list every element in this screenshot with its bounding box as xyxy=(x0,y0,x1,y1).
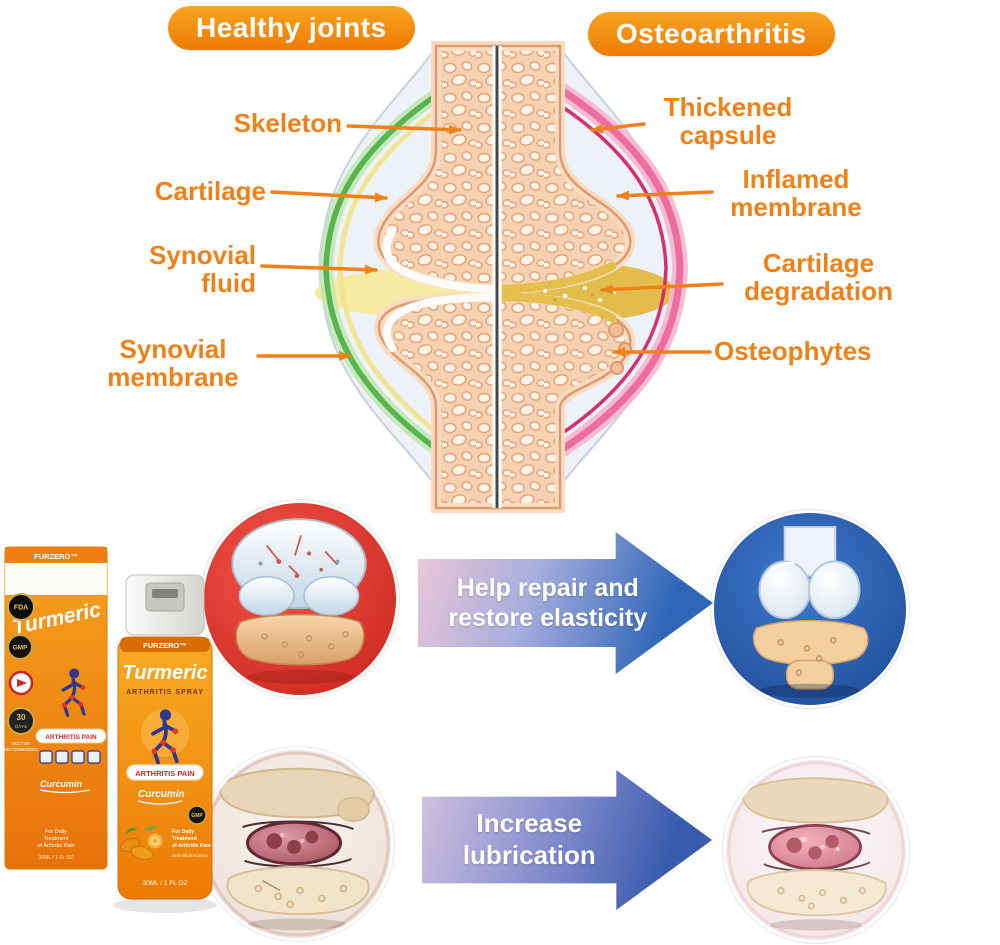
arrow-badge xyxy=(8,670,34,696)
circle-ring xyxy=(727,761,905,939)
benefit-banner-lubrication: Increase lubrication xyxy=(422,770,712,910)
knee-shadow xyxy=(247,918,347,931)
bottle-usage-3: of Arthritis Pain xyxy=(172,843,211,849)
box-usage-2: Treatment xyxy=(44,836,69,842)
knee-shadow xyxy=(247,669,353,684)
lower-bone xyxy=(746,869,887,917)
label-arrows xyxy=(256,122,724,361)
upper-bone xyxy=(742,777,889,824)
svg-text:30: 30 xyxy=(17,713,26,722)
box-ribbon-text: ARTHRITIS PAIN xyxy=(45,734,97,741)
bottle-variant: ARTHRITIS SPRAY xyxy=(126,689,204,696)
label-inflamed-membrane: Inflamed membrane xyxy=(730,164,862,222)
bottle-usage-2: Treatment xyxy=(172,836,197,842)
tibia-bone xyxy=(753,619,869,690)
banner-text: Increase lubrication xyxy=(462,808,596,870)
arrow-cartilage-degradation xyxy=(600,282,724,295)
knee-illustration-damaged xyxy=(204,503,396,695)
label-skeleton: Skeleton xyxy=(233,108,342,138)
knee-illustration-lubricated xyxy=(726,760,906,940)
bottle-anti-inflammatory: Anti-inflammatory xyxy=(172,853,208,858)
knee-illustration-dry xyxy=(203,750,391,938)
knee-shadow xyxy=(759,683,861,698)
spray-cap xyxy=(125,574,205,636)
gmp-badge-small: GMP xyxy=(187,805,207,825)
arrow-cartilage xyxy=(270,190,388,203)
svg-text:DAYS: DAYS xyxy=(15,724,27,729)
bottle-ingredient: Curcumin xyxy=(138,789,185,800)
product-box: FURZERO™ Turmeric FDA GMP 30 DAYS DOCTOR… xyxy=(4,546,108,870)
ingredient-underline xyxy=(137,800,183,805)
product-packshot: FURZERO™ Turmeric FDA GMP 30 DAYS DOCTOR… xyxy=(4,546,217,913)
bottle-ribbon-text: ARTHRITIS PAIN xyxy=(135,769,194,778)
arrow-inflamed-membrane xyxy=(616,190,714,201)
ingredient-underline xyxy=(39,789,91,794)
turmeric-roots-art xyxy=(119,825,164,860)
divider-line xyxy=(492,46,502,508)
box-usage-1: For Daily xyxy=(45,829,67,835)
thirty-days-badge: 30 DAYS xyxy=(7,707,35,735)
osteoarthritis-badge: Osteoarthritis xyxy=(588,12,835,56)
arrow-thickened-capsule xyxy=(590,122,646,134)
box-brand: FURZERO™ xyxy=(34,552,78,561)
box-usage-3: of Arthritis Pain xyxy=(38,843,75,849)
box-ribbon xyxy=(35,728,107,744)
bottle-brand-band xyxy=(120,637,210,652)
arrow-skeleton xyxy=(346,124,462,135)
healthy-cartilage-rim xyxy=(382,228,512,352)
bottle-ribbon xyxy=(126,764,204,781)
label-synovial-membrane: Synovial membrane xyxy=(107,334,239,392)
bottle-usage-1: For Daily xyxy=(172,829,194,835)
runner-figure xyxy=(151,709,179,765)
bottle-brand: FURZERO™ xyxy=(143,641,187,650)
osteophytes-bumps xyxy=(608,322,632,375)
degraded-cartilage-rim xyxy=(499,261,617,323)
gmp-badge: GMP xyxy=(7,634,33,660)
doctor-recommended-line2: RECOMMENDED xyxy=(4,747,38,752)
lower-bone xyxy=(226,866,370,916)
bottle-volume: 30ML / 1 FL OZ xyxy=(142,880,187,887)
runner-figure xyxy=(61,668,86,717)
damaged-femur-cartilage xyxy=(231,518,367,616)
tibia-bone xyxy=(235,613,365,666)
fda-badge: FDA xyxy=(7,593,35,621)
label-cartilage-degradation: Cartilage degradation xyxy=(744,248,893,306)
bottle-product-name: Turmeric xyxy=(122,662,207,684)
box-volume: 30ML / 1 FL OZ xyxy=(39,855,74,861)
label-cartilage: Cartilage xyxy=(154,176,266,206)
label-synovial-fluid: Synovial fluid xyxy=(149,240,256,298)
healthy-joints-badge: Healthy joints xyxy=(168,6,415,50)
benefit-banner-repair: Help repair and restore elasticity xyxy=(418,532,713,674)
inflamed-meniscus xyxy=(242,820,354,868)
product-bottle: FURZERO™ Turmeric ARTHRITIS SPRAY ARTHRI… xyxy=(113,574,217,913)
knee-illustration-restored xyxy=(714,513,906,705)
banner-text: Help repair and restore elasticity xyxy=(448,573,648,633)
doctor-recommended-line1: DOCTOR xyxy=(12,741,30,746)
box-ingredient: Curcumin xyxy=(40,779,83,789)
inflamed-membrane-shape xyxy=(550,80,689,460)
usage-icons xyxy=(39,750,101,764)
svg-text:GMP: GMP xyxy=(191,813,203,819)
upper-bone xyxy=(219,767,375,822)
label-thickened-capsule: Thickened capsule xyxy=(663,92,793,150)
svg-text:FDA: FDA xyxy=(14,605,28,612)
healthy-femur-cartilage xyxy=(758,526,861,620)
knee-shadow xyxy=(770,919,862,931)
arrow-synovial-fluid xyxy=(260,264,378,275)
label-osteophytes: Osteophytes xyxy=(714,336,872,366)
svg-text:GMP: GMP xyxy=(13,645,28,652)
bottle-shadow xyxy=(113,897,217,913)
